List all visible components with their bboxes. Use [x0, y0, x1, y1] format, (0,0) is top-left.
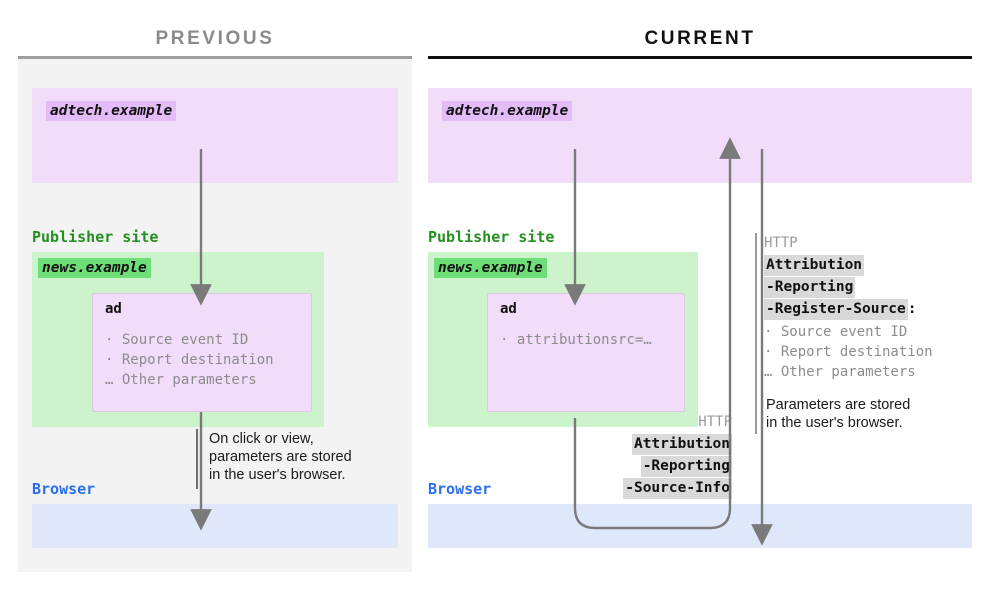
- current-request-protocol-label: HTTP: [698, 414, 732, 430]
- current-ad-parameters: · attributionsrc=…: [500, 332, 652, 348]
- current-request-header-line-3: -Source-Info: [623, 478, 732, 499]
- current-response-protocol-label: HTTP: [764, 235, 798, 251]
- previous-browser-label: Browser: [32, 480, 96, 498]
- current-adtech-domain-chip: adtech.example: [442, 101, 573, 121]
- previous-publisher-domain-label: news.example: [38, 258, 151, 278]
- current-note-text: Parameters are stored in the user's brow…: [766, 397, 911, 431]
- current-panel-title: CURRENT: [644, 28, 756, 49]
- current-response-header-line-1: Attribution: [764, 255, 865, 276]
- previous-ad-box: [92, 293, 312, 412]
- current-publisher-domain-chip: news.example: [434, 258, 547, 278]
- current-ad-title: ad: [500, 301, 517, 317]
- previous-adtech-domain-chip: adtech.example: [46, 101, 177, 121]
- current-response-header-line-2: -Reporting: [764, 277, 856, 298]
- current-panel-divider: [428, 56, 972, 59]
- current-response-header-line-3: -Register-Source: [764, 299, 908, 320]
- previous-browser-box: [32, 504, 398, 548]
- previous-panel-title: PREVIOUS: [155, 28, 275, 49]
- current-request-header-block: HTTP Attribution -Reporting -Source-Info: [520, 412, 732, 499]
- current-adtech-domain-label: adtech.example: [442, 101, 573, 121]
- previous-publisher-site-label: Publisher site: [32, 228, 159, 246]
- current-publisher-site-label: Publisher site: [428, 228, 555, 246]
- previous-note-text: On click or view, parameters are stored …: [209, 431, 352, 483]
- current-request-header-line-1: Attribution: [631, 434, 732, 455]
- previous-panel-divider: [18, 56, 412, 59]
- current-request-header-line-2: -Reporting: [640, 456, 732, 477]
- current-note-rule: [755, 394, 757, 434]
- previous-ad-parameters: · Source event ID · Report destination ……: [105, 332, 274, 388]
- current-response-parameters: · Source event ID · Report destination ……: [764, 324, 933, 380]
- previous-note-rule: [196, 429, 198, 489]
- current-response-header-block: HTTP Attribution -Reporting -Register-So…: [764, 233, 979, 382]
- previous-adtech-domain-label: adtech.example: [46, 101, 177, 121]
- previous-publisher-domain-chip: news.example: [38, 258, 151, 278]
- current-browser-box: [428, 504, 972, 548]
- current-response-rule: [755, 233, 757, 425]
- previous-ad-title: ad: [105, 301, 122, 317]
- current-response-header-colon: :: [907, 301, 917, 317]
- current-browser-label: Browser: [428, 480, 492, 498]
- current-publisher-domain-label: news.example: [434, 258, 547, 278]
